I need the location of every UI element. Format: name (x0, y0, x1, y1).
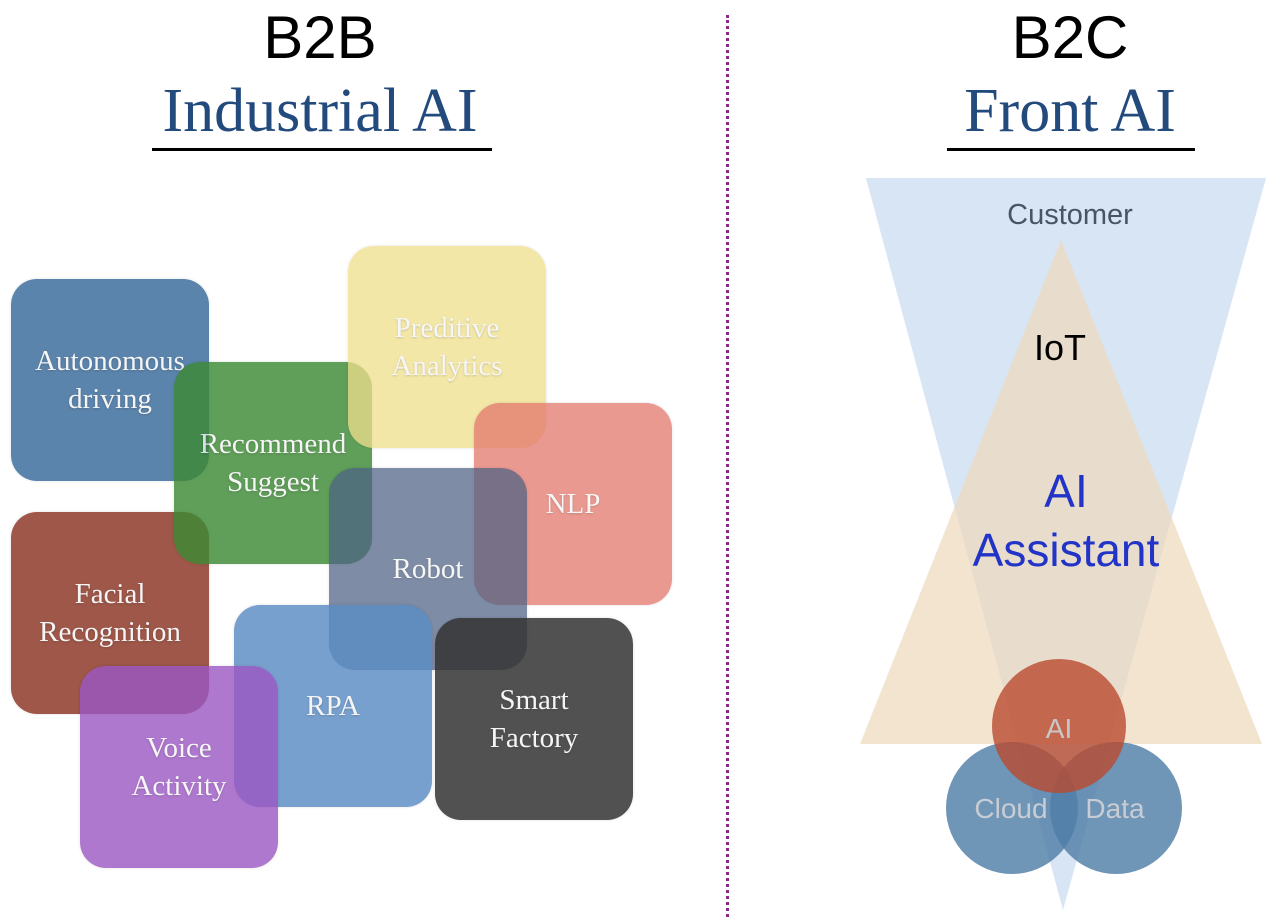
tile-label: Facial Recognition (39, 578, 181, 648)
data-circle-label: Data (1085, 793, 1145, 824)
tile-label: Smart Factory (489, 684, 579, 754)
customer-label: Customer (1007, 199, 1133, 231)
tile-voice-activity: Voice Activity (80, 666, 278, 868)
tile-label: Autonomous driving (35, 345, 185, 415)
tile-label: RPA (306, 690, 360, 722)
section-divider (726, 15, 729, 917)
ai-circle-label: AI (1046, 713, 1072, 744)
cloud-circle-label: Cloud (974, 793, 1047, 824)
ai-circle (992, 659, 1126, 793)
b2c-title: B2C (1011, 4, 1129, 71)
service-pyramid (860, 240, 1262, 744)
tile-label: NLP (545, 488, 601, 520)
tile-smart-factory: Smart Factory (435, 618, 633, 820)
front-ai-underline (947, 148, 1195, 151)
front-ai-subtitle: Front AI (964, 77, 1176, 145)
tile-label: Voice Activity (131, 732, 227, 802)
industrial-ai-subtitle: Industrial AI (162, 77, 478, 145)
b2b-title: B2B (263, 4, 377, 71)
assistant-label-line2: Assistant (973, 524, 1160, 576)
tile-label: Recommend Suggest (199, 428, 347, 498)
tile-recommend-suggest: Recommend Suggest (174, 362, 372, 564)
tile-label: Robot (392, 553, 464, 585)
tile-label: Preditive Analytics (391, 312, 503, 382)
assistant-label-line1: AI (1044, 465, 1087, 517)
iot-label: IoT (1034, 327, 1086, 368)
industrial-ai-underline (152, 148, 492, 151)
